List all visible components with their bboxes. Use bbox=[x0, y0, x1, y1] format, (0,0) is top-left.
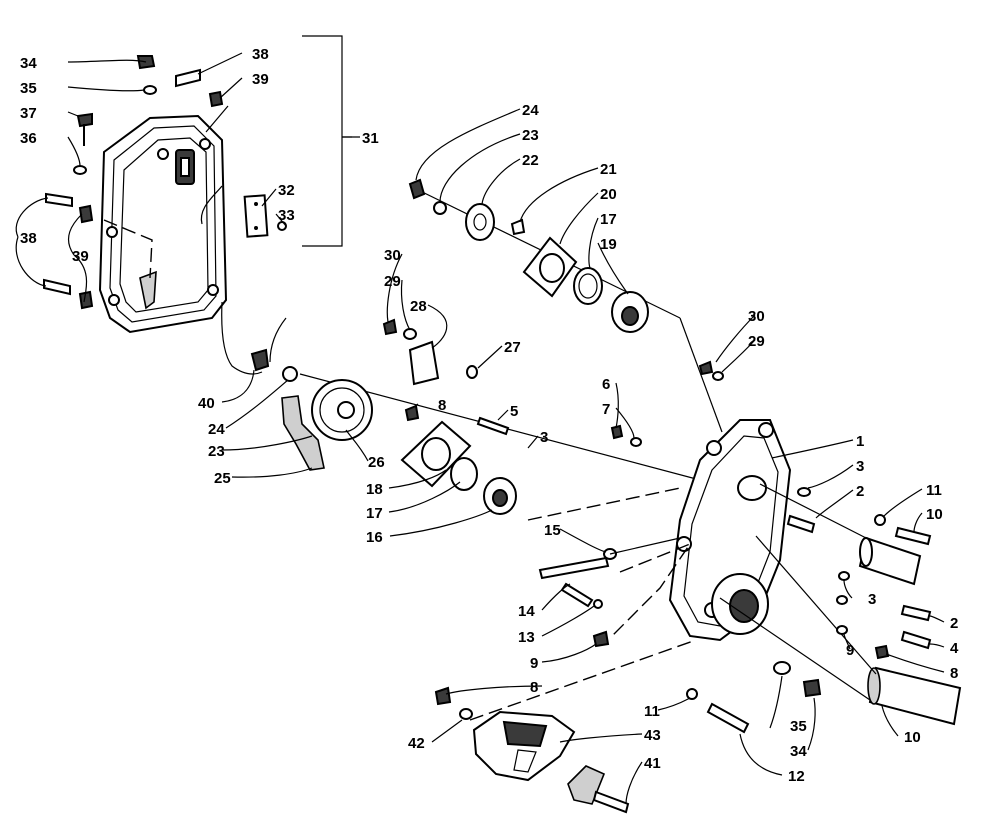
callout-38: 38 bbox=[20, 230, 37, 247]
callout-43: 43 bbox=[644, 727, 661, 744]
chain bbox=[281, 395, 325, 471]
mounting-bracket bbox=[472, 710, 576, 782]
callout-labels: 34 35 37 36 38 39 31 32 33 38 39 24 23 2… bbox=[20, 46, 959, 785]
upper-drive-shaft bbox=[858, 536, 922, 586]
callout-11: 11 bbox=[644, 703, 660, 720]
callout-19: 19 bbox=[600, 236, 617, 253]
callout-39: 39 bbox=[252, 71, 269, 88]
callout-9: 9 bbox=[846, 642, 854, 659]
callout-17: 17 bbox=[600, 211, 617, 228]
callout-35: 35 bbox=[790, 718, 807, 735]
callout-22: 22 bbox=[522, 152, 539, 169]
lower-drive-shaft bbox=[867, 666, 962, 726]
callout-8: 8 bbox=[530, 679, 538, 696]
callout-5: 5 bbox=[510, 403, 518, 420]
callout-25: 25 bbox=[214, 470, 231, 487]
callout-39: 39 bbox=[72, 248, 89, 265]
upper-sprocket bbox=[465, 203, 495, 241]
tensioner-bracket bbox=[408, 340, 440, 386]
callout-29: 29 bbox=[384, 273, 401, 290]
callout-3: 3 bbox=[540, 429, 548, 446]
callout-10: 10 bbox=[926, 506, 943, 523]
chain-case-housing bbox=[668, 419, 792, 642]
chain-case-cover bbox=[98, 114, 228, 334]
cover-hardware bbox=[43, 55, 287, 310]
callout-21: 21 bbox=[600, 161, 617, 178]
callout-42: 42 bbox=[408, 735, 425, 752]
leader-lines bbox=[15, 52, 945, 805]
callout-34: 34 bbox=[790, 743, 807, 760]
callout-37: 37 bbox=[20, 105, 37, 122]
callout-31: 31 bbox=[362, 130, 379, 147]
callout-32: 32 bbox=[278, 182, 295, 199]
callout-28: 28 bbox=[410, 298, 427, 315]
callout-17: 17 bbox=[366, 505, 383, 522]
callout-10: 10 bbox=[904, 729, 921, 746]
callout-4: 4 bbox=[950, 640, 959, 657]
callout-2: 2 bbox=[856, 483, 864, 500]
callout-34: 34 bbox=[20, 55, 37, 72]
callout-40: 40 bbox=[198, 395, 215, 412]
callout-29: 29 bbox=[748, 333, 765, 350]
callout-18: 18 bbox=[366, 481, 383, 498]
callout-1: 1 bbox=[856, 433, 864, 450]
callout-3: 3 bbox=[856, 458, 864, 475]
callout-23: 23 bbox=[522, 127, 539, 144]
callout-35: 35 bbox=[20, 80, 37, 97]
callout-20: 20 bbox=[600, 186, 617, 203]
callout-13: 13 bbox=[518, 629, 535, 646]
callout-26: 26 bbox=[368, 454, 385, 471]
upper-bearing bbox=[611, 291, 649, 333]
callout-11: 11 bbox=[926, 482, 942, 499]
callout-7: 7 bbox=[602, 401, 610, 418]
mounting-bracket-clip bbox=[567, 765, 630, 814]
upper-bearing-flange bbox=[522, 236, 578, 298]
callout-3: 3 bbox=[868, 591, 876, 608]
cover-plate bbox=[243, 194, 269, 238]
callout-38: 38 bbox=[252, 46, 269, 63]
driven-gear bbox=[311, 379, 373, 441]
callout-30: 30 bbox=[384, 247, 401, 264]
callout-16: 16 bbox=[366, 529, 383, 546]
callout-14: 14 bbox=[518, 603, 535, 620]
callout-41: 41 bbox=[644, 755, 661, 772]
callout-8: 8 bbox=[438, 397, 446, 414]
callout-8: 8 bbox=[950, 665, 958, 682]
callout-23: 23 bbox=[208, 443, 225, 460]
callout-33: 33 bbox=[278, 207, 295, 224]
callout-15: 15 bbox=[544, 522, 561, 539]
lower-bearing bbox=[483, 477, 517, 515]
callout-6: 6 bbox=[602, 376, 610, 393]
callout-9: 9 bbox=[530, 655, 538, 672]
callout-24: 24 bbox=[208, 421, 225, 438]
callout-12: 12 bbox=[788, 768, 805, 785]
callout-30: 30 bbox=[748, 308, 765, 325]
callout-36: 36 bbox=[20, 130, 37, 147]
callout-2: 2 bbox=[950, 615, 958, 632]
lower-bearing-flange bbox=[400, 420, 472, 488]
callout-24: 24 bbox=[522, 102, 539, 119]
callout-27: 27 bbox=[504, 339, 521, 356]
